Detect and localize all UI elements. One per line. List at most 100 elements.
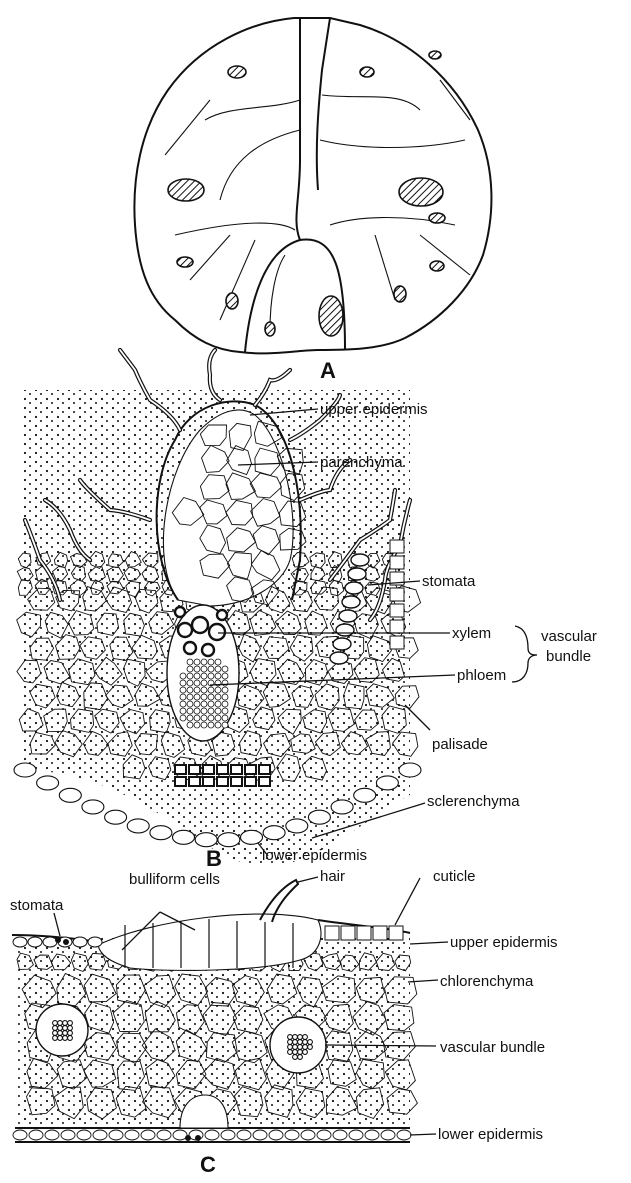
phloem-cell: [194, 659, 200, 665]
epidermal-cell: [14, 763, 36, 777]
panel-a-groove: [175, 223, 295, 235]
leader-c-stomata: [54, 913, 60, 936]
phloem-cell: [215, 715, 221, 721]
vascular-cell: [298, 1045, 303, 1050]
phloem-cell: [187, 708, 193, 714]
phloem-cell: [180, 673, 186, 679]
vascular-cell: [58, 1031, 63, 1036]
vascular-cell: [298, 1050, 303, 1055]
phloem-cell: [194, 680, 200, 686]
vascular-cell: [293, 1045, 298, 1050]
panel-a-groove: [205, 100, 300, 120]
vascular-cell: [303, 1045, 308, 1050]
phloem-cell: [201, 694, 207, 700]
phloem-cell: [187, 701, 193, 707]
stoma-cell: [336, 624, 354, 636]
panel-a-bundle: [319, 296, 343, 336]
panel-b-cross-section: upper epidermis parenchyma stomata xylem…: [14, 350, 597, 871]
phloem-cell: [215, 694, 221, 700]
label-b-upper-epidermis: upper epidermis: [320, 401, 428, 418]
phloem-cell: [208, 666, 214, 672]
label-b-stomata: stomata: [422, 573, 476, 590]
epidermal-cell: [29, 1130, 43, 1140]
epidermal-cell: [125, 1130, 139, 1140]
epidermal-cell: [325, 926, 339, 940]
vascular-cell: [298, 1035, 303, 1040]
vascular-cell: [68, 1036, 73, 1041]
vascular-cell: [303, 1035, 308, 1040]
phloem-cell: [215, 659, 221, 665]
label-b-palisade: palisade: [432, 736, 488, 753]
stoma-cell: [333, 638, 351, 650]
leader-c-lower-epidermis: [410, 1134, 436, 1135]
epidermal-cell: [253, 1130, 267, 1140]
sclerenchyma-cell: [203, 777, 214, 786]
phloem-cell: [187, 666, 193, 672]
epidermal-cell: [308, 810, 330, 824]
vascular-cell: [63, 1026, 68, 1031]
label-c-cuticle: cuticle: [433, 868, 476, 885]
vascular-cell: [308, 1040, 313, 1045]
sclerenchyma-cell: [245, 765, 256, 774]
stoma-cell: [390, 604, 404, 617]
stoma-cell: [390, 540, 404, 553]
vascular-cell: [58, 1036, 63, 1041]
panel-a-groove: [270, 255, 285, 330]
label-b-xylem: xylem: [452, 625, 491, 642]
epidermal-cell: [73, 937, 87, 947]
vascular-cell: [68, 1031, 73, 1036]
sclerenchyma-cell: [245, 777, 256, 786]
epidermal-cell: [173, 1130, 187, 1140]
sclerenchyma-cell: [259, 777, 270, 786]
stoma-cell: [390, 620, 404, 633]
phloem-cell: [194, 708, 200, 714]
panel-c-stoma-upper: [55, 937, 61, 943]
stoma-cell: [390, 588, 404, 601]
phloem-cell: [215, 708, 221, 714]
panel-a-bundle: [399, 178, 443, 206]
phloem-cell: [208, 722, 214, 728]
epidermal-cell: [331, 800, 353, 814]
epidermal-cell: [150, 826, 172, 840]
xylem-vessel: [178, 623, 192, 637]
phloem-cell: [187, 722, 193, 728]
sclerenchyma-cell: [203, 765, 214, 774]
epidermal-cell: [357, 926, 371, 940]
vascular-cell: [63, 1036, 68, 1041]
epidermal-cell: [61, 1130, 75, 1140]
stoma-cell: [342, 596, 360, 608]
panel-a-bundle: [430, 261, 444, 271]
phloem-cell: [180, 694, 186, 700]
epidermal-cell: [373, 926, 387, 940]
panel-a-bundle: [177, 257, 193, 267]
vascular-cell: [53, 1031, 58, 1036]
label-b-lower-epidermis: lower epidermis: [262, 847, 367, 864]
epidermal-cell: [82, 800, 104, 814]
phloem-cell: [180, 701, 186, 707]
sclerenchyma-cell: [259, 765, 270, 774]
panel-a-groove: [165, 100, 210, 155]
phloem-cell: [222, 722, 228, 728]
phloem-cell: [201, 701, 207, 707]
phloem-cell: [208, 673, 214, 679]
epidermal-cell: [376, 776, 398, 790]
phloem-cell: [208, 715, 214, 721]
panel-a-bundle: [168, 179, 204, 201]
phloem-cell: [194, 673, 200, 679]
vascular-cell: [288, 1050, 293, 1055]
leader-c-upper-epidermis: [410, 942, 448, 944]
stoma-cell: [390, 636, 404, 649]
phloem-cell: [222, 701, 228, 707]
panel-a-letter: A: [320, 358, 336, 383]
epidermal-cell: [13, 937, 27, 947]
panel-a-bundle: [265, 322, 275, 336]
epidermal-cell: [349, 1130, 363, 1140]
phloem-cell: [208, 659, 214, 665]
epidermal-cell: [105, 810, 127, 824]
vascular-bundle-brace: [512, 626, 537, 682]
phloem-cell: [208, 687, 214, 693]
phloem-cell: [222, 694, 228, 700]
epidermal-cell: [301, 1130, 315, 1140]
phloem-cell: [208, 694, 214, 700]
